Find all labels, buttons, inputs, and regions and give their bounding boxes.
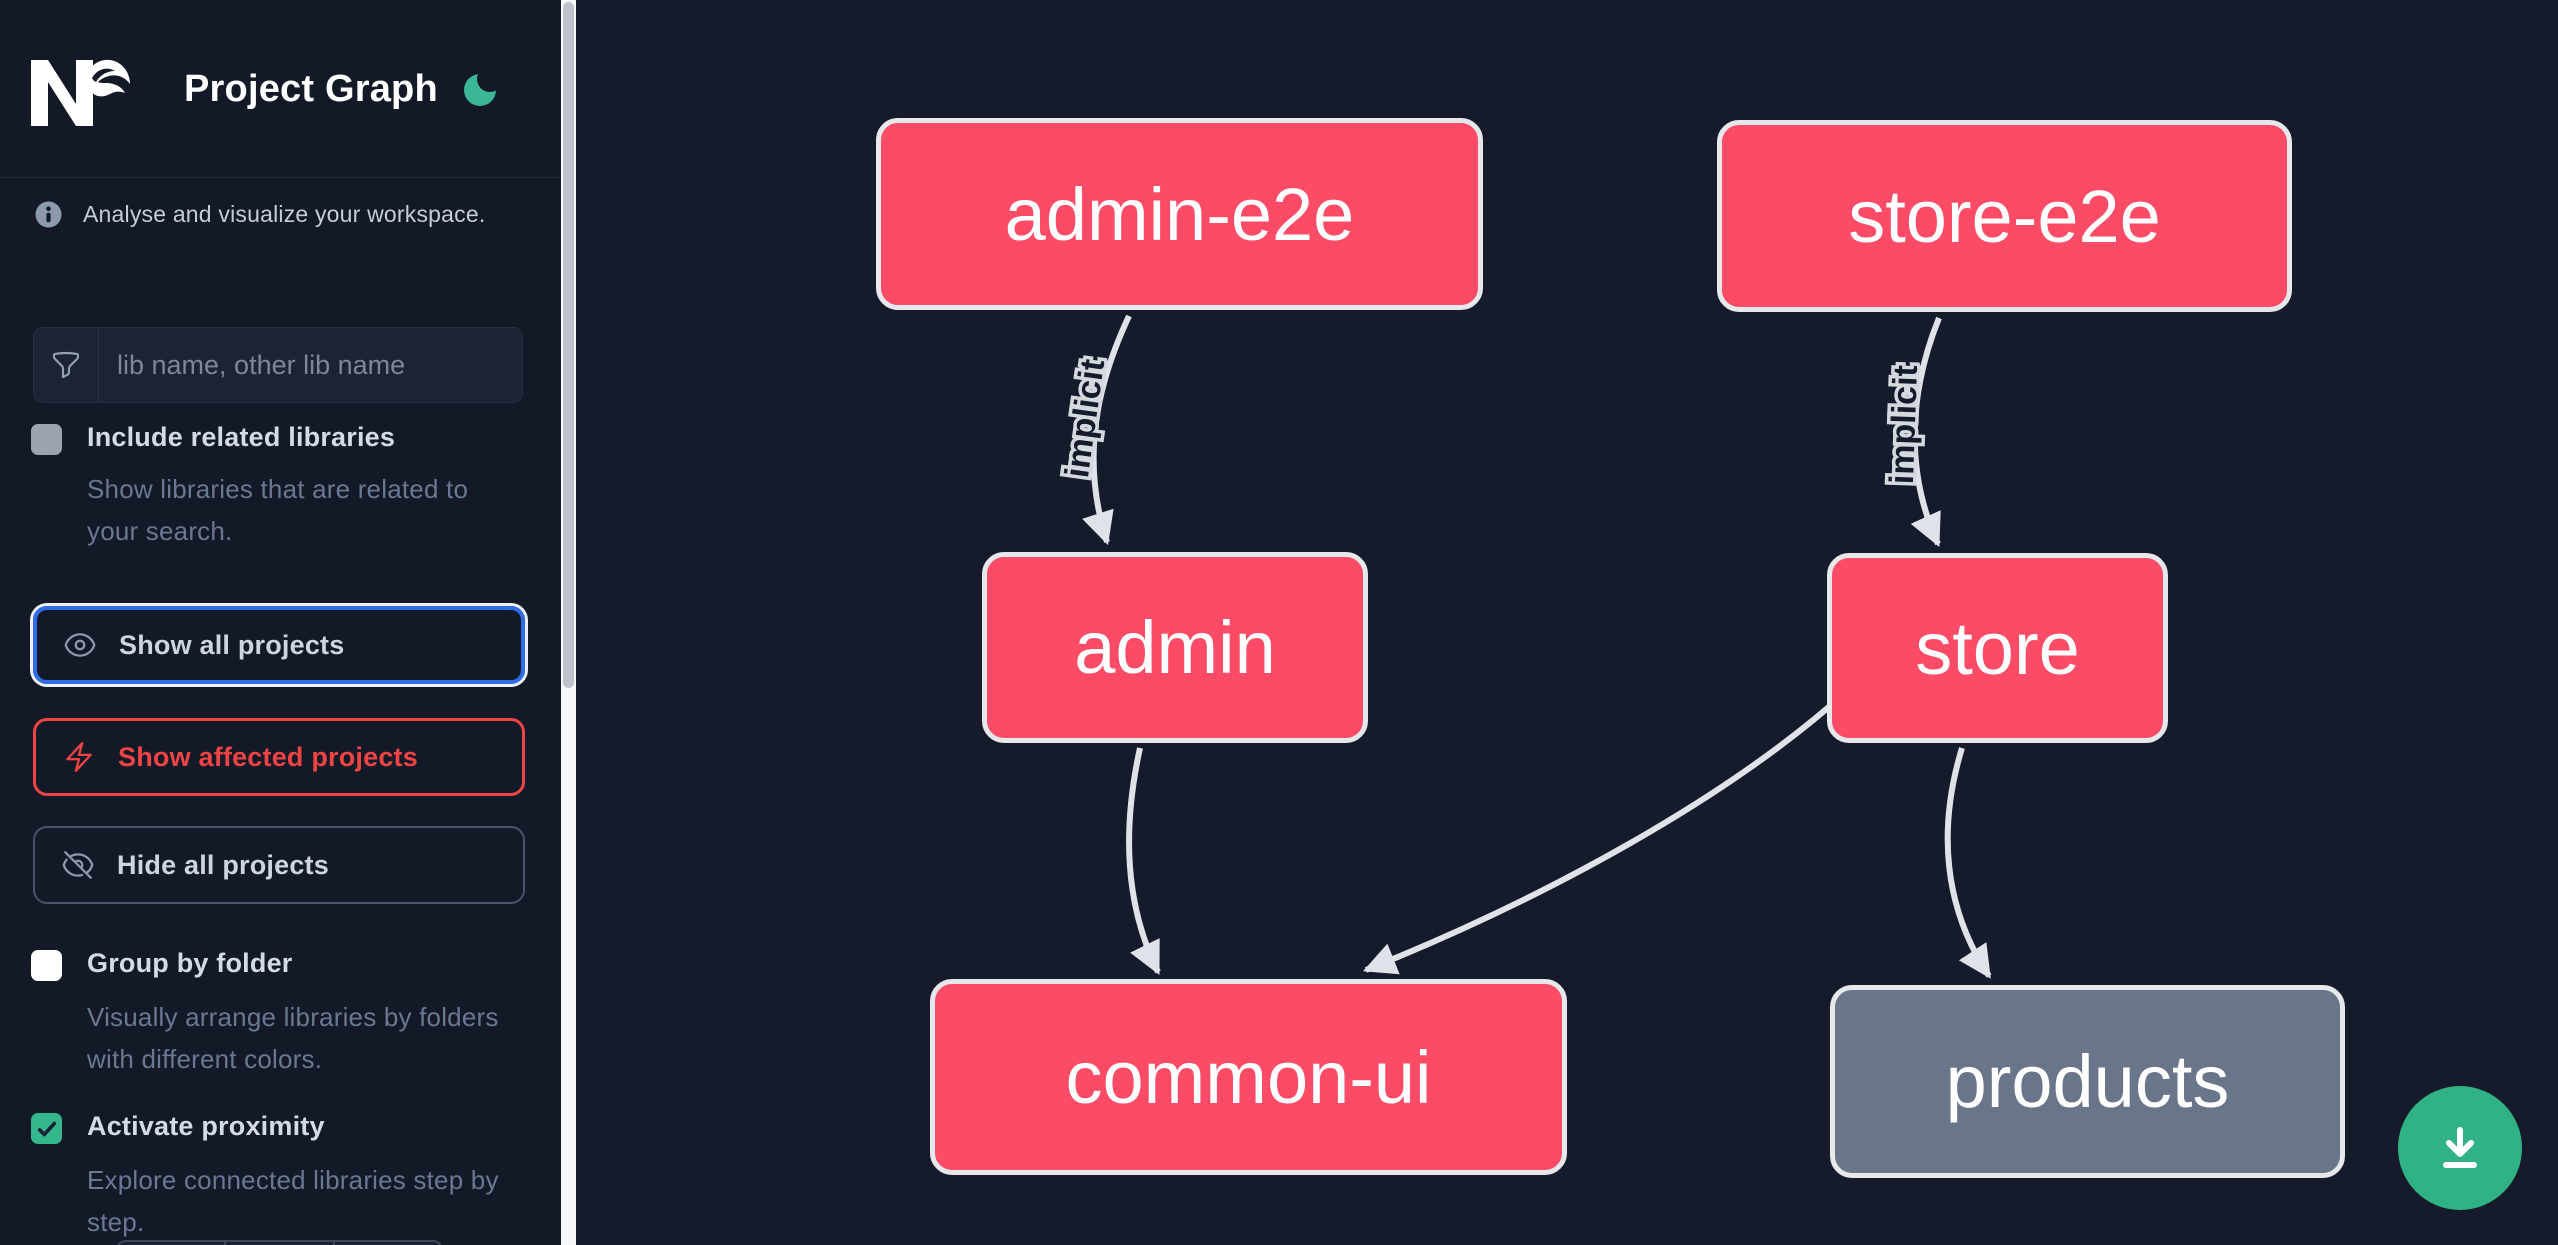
graph-canvas[interactable]: implicit implicit admin-e2e store-e2e ad… [576, 0, 2558, 1245]
edge-store-common-ui[interactable] [1362, 689, 1849, 975]
eye-slash-icon [62, 851, 94, 879]
group-by-folder-label: Group by folder [87, 948, 293, 978]
graph-edges: implicit implicit [1055, 314, 1992, 979]
bolt-icon [66, 742, 92, 772]
node-label: common-ui [1065, 1035, 1432, 1119]
edge-store-e2e-store[interactable] [1910, 316, 1942, 548]
node-label: admin [1074, 606, 1276, 689]
edge-store-products[interactable] [1944, 747, 1992, 979]
page-title: Project Graph [184, 68, 438, 110]
check-icon [37, 1121, 56, 1136]
hide-all-projects-button[interactable]: Hide all projects [33, 826, 525, 904]
header-divider [0, 177, 561, 178]
include-related-checkbox[interactable] [31, 424, 62, 455]
activate-proximity-label: Activate proximity [87, 1111, 325, 1141]
graph-node-store[interactable]: store [1827, 553, 2168, 743]
graph-node-common-ui[interactable]: common-ui [930, 979, 1567, 1175]
graph-node-admin[interactable]: admin [982, 552, 1368, 743]
depth-decrement[interactable] [118, 1242, 227, 1245]
graph-node-admin-e2e[interactable]: admin-e2e [876, 118, 1483, 310]
info-icon [35, 201, 62, 228]
search-box [33, 327, 523, 403]
edge-admin-e2e-admin[interactable] [1082, 314, 1132, 546]
workspace-info-text: Analyse and visualize your workspace. [83, 201, 486, 227]
filter-icon [34, 328, 99, 402]
graph-node-store-e2e[interactable]: store-e2e [1717, 120, 2292, 312]
activate-proximity-checkbox[interactable] [31, 1113, 62, 1144]
graph-node-products[interactable]: products [1830, 985, 2345, 1178]
edge-label-implicit: implicit [1058, 357, 1112, 480]
node-label: store [1915, 606, 2080, 690]
group-by-folder-checkbox[interactable] [31, 950, 62, 981]
scrollbar-thumb[interactable] [563, 2, 574, 688]
sidebar-header: Project Graph [0, 0, 561, 178]
group-by-folder-description: Visually arrange libraries by folders wi… [87, 1002, 499, 1074]
sidebar-scrollbar[interactable] [561, 0, 576, 1245]
show-affected-projects-button[interactable]: Show affected projects [33, 718, 525, 796]
depth-value [226, 1242, 335, 1245]
node-label: store-e2e [1848, 174, 2161, 258]
proximity-depth-control[interactable] [116, 1240, 443, 1245]
eye-icon [64, 633, 96, 657]
show-all-projects-button[interactable]: Show all projects [33, 606, 525, 684]
show-affected-projects-label: Show affected projects [118, 741, 418, 772]
include-related-description: Show libraries that are related to your … [87, 474, 469, 546]
edge-label-implicit: implicit [1883, 364, 1925, 484]
node-label: admin-e2e [1004, 172, 1355, 256]
workspace-info: Analyse and visualize your workspace. [35, 201, 485, 228]
download-icon [2443, 1127, 2477, 1168]
include-related-label: Include related libraries [87, 422, 396, 452]
sidebar: Project Graph Analyse and visualize your… [0, 0, 561, 1245]
activate-proximity-description: Explore connected libraries step by step… [87, 1165, 499, 1237]
show-all-projects-label: Show all projects [119, 629, 345, 660]
hide-all-projects-label: Hide all projects [117, 849, 329, 880]
download-image-button[interactable] [2398, 1086, 2522, 1210]
edge-admin-common-ui[interactable] [1126, 747, 1161, 975]
search-input[interactable] [99, 328, 522, 402]
nx-logo [31, 59, 130, 126]
moon-icon[interactable] [463, 66, 503, 110]
node-label: products [1945, 1040, 2230, 1123]
